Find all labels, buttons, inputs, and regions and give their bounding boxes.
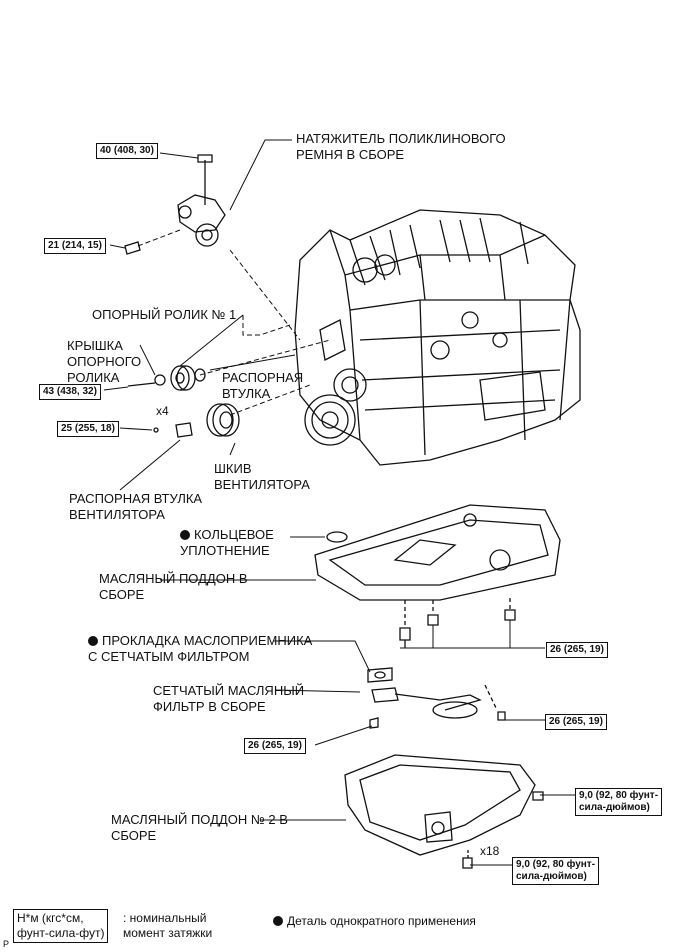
legend-unit-box: Н*м (кгс*см, фунт-сила-фут) <box>13 909 109 943</box>
torque-box-fan-pulley: 25 (255, 18) <box>57 421 119 437</box>
figure-code: P <box>3 939 10 949</box>
fan-pulley-drawing <box>153 403 240 438</box>
label-tensioner: НАТЯЖИТЕЛЬ ПОЛИКЛИНОВОГО РЕМНЯ В СБОРЕ <box>296 131 506 162</box>
label-strainer-gasket-text: ПРОКЛАДКА МАСЛОПРИЕМНИКА С СЕТЧАТЫМ ФИЛЬ… <box>88 633 313 664</box>
torque-box-oil-pan-2: 9,0 (92, 80 фунт- сила-дюймов) <box>512 857 600 885</box>
oil-pan-2-drawing <box>344 754 544 869</box>
label-o-ring-text: КОЛЬЦЕВОЕ УПЛОТНЕНИЕ <box>180 527 274 558</box>
multiplier-x18: x18 <box>480 844 500 858</box>
strainer-drawing <box>367 667 506 729</box>
legend-single-use-text: Деталь однократного применения <box>287 914 476 928</box>
label-strainer-gasket: ПРОКЛАДКА МАСЛОПРИЕМНИКА С СЕТЧАТЫМ ФИЛЬ… <box>88 633 312 665</box>
legend-single-use: Деталь однократного применения <box>273 914 476 929</box>
torque-box-strainer-nut: 26 (265, 19) <box>244 738 306 754</box>
label-spacer: РАСПОРНАЯ ВТУЛКА <box>222 370 304 401</box>
pan-bolts-drawing <box>399 609 516 648</box>
torque-box-drain: 9,0 (92, 80 фунт- сила-дюймов) <box>575 788 663 816</box>
label-oil-pan-no2: МАСЛЯНЫЙ ПОДДОН № 2 В СБОРЕ <box>111 812 288 843</box>
leader-lines <box>103 139 575 866</box>
tensioner-drawing <box>124 154 226 255</box>
torque-box-tensioner-stud: 21 (214, 15) <box>44 238 106 254</box>
o-ring-drawing <box>326 531 348 543</box>
single-use-icon <box>273 916 283 926</box>
multiplier-x4: x4 <box>156 404 169 418</box>
label-fan-pulley: ШКИВ ВЕНТИЛЯТОРА <box>214 461 310 492</box>
label-idler-cover: КРЫШКА ОПОРНОГО РОЛИКА <box>67 338 142 385</box>
torque-box-strainer-bolt: 26 (265, 19) <box>545 714 607 730</box>
label-strainer: СЕТЧАТЫЙ МАСЛЯНЫЙ ФИЛЬТР В СБОРЕ <box>153 683 305 714</box>
label-oil-pan: МАСЛЯНЫЙ ПОДДОН В СБОРЕ <box>99 571 248 602</box>
torque-box-tensioner-bolt: 40 (408, 30) <box>96 143 158 159</box>
oil-pan-drawing <box>314 504 561 601</box>
single-use-icon <box>180 530 190 540</box>
label-o-ring: КОЛЬЦЕВОЕ УПЛОТНЕНИЕ <box>180 527 274 559</box>
idler-drawing <box>127 365 206 391</box>
label-fan-spacer: РАСПОРНАЯ ВТУЛКА ВЕНТИЛЯТОРА <box>69 491 203 522</box>
legend-unit-desc: : номинальный момент затяжки <box>123 911 213 940</box>
label-idler-no1: ОПОРНЫЙ РОЛИК № 1 <box>92 307 237 322</box>
engine-block-drawing <box>294 209 581 466</box>
single-use-icon <box>88 636 98 646</box>
torque-box-oil-pan: 26 (265, 19) <box>546 642 608 658</box>
torque-box-idler: 43 (438, 32) <box>39 384 101 400</box>
